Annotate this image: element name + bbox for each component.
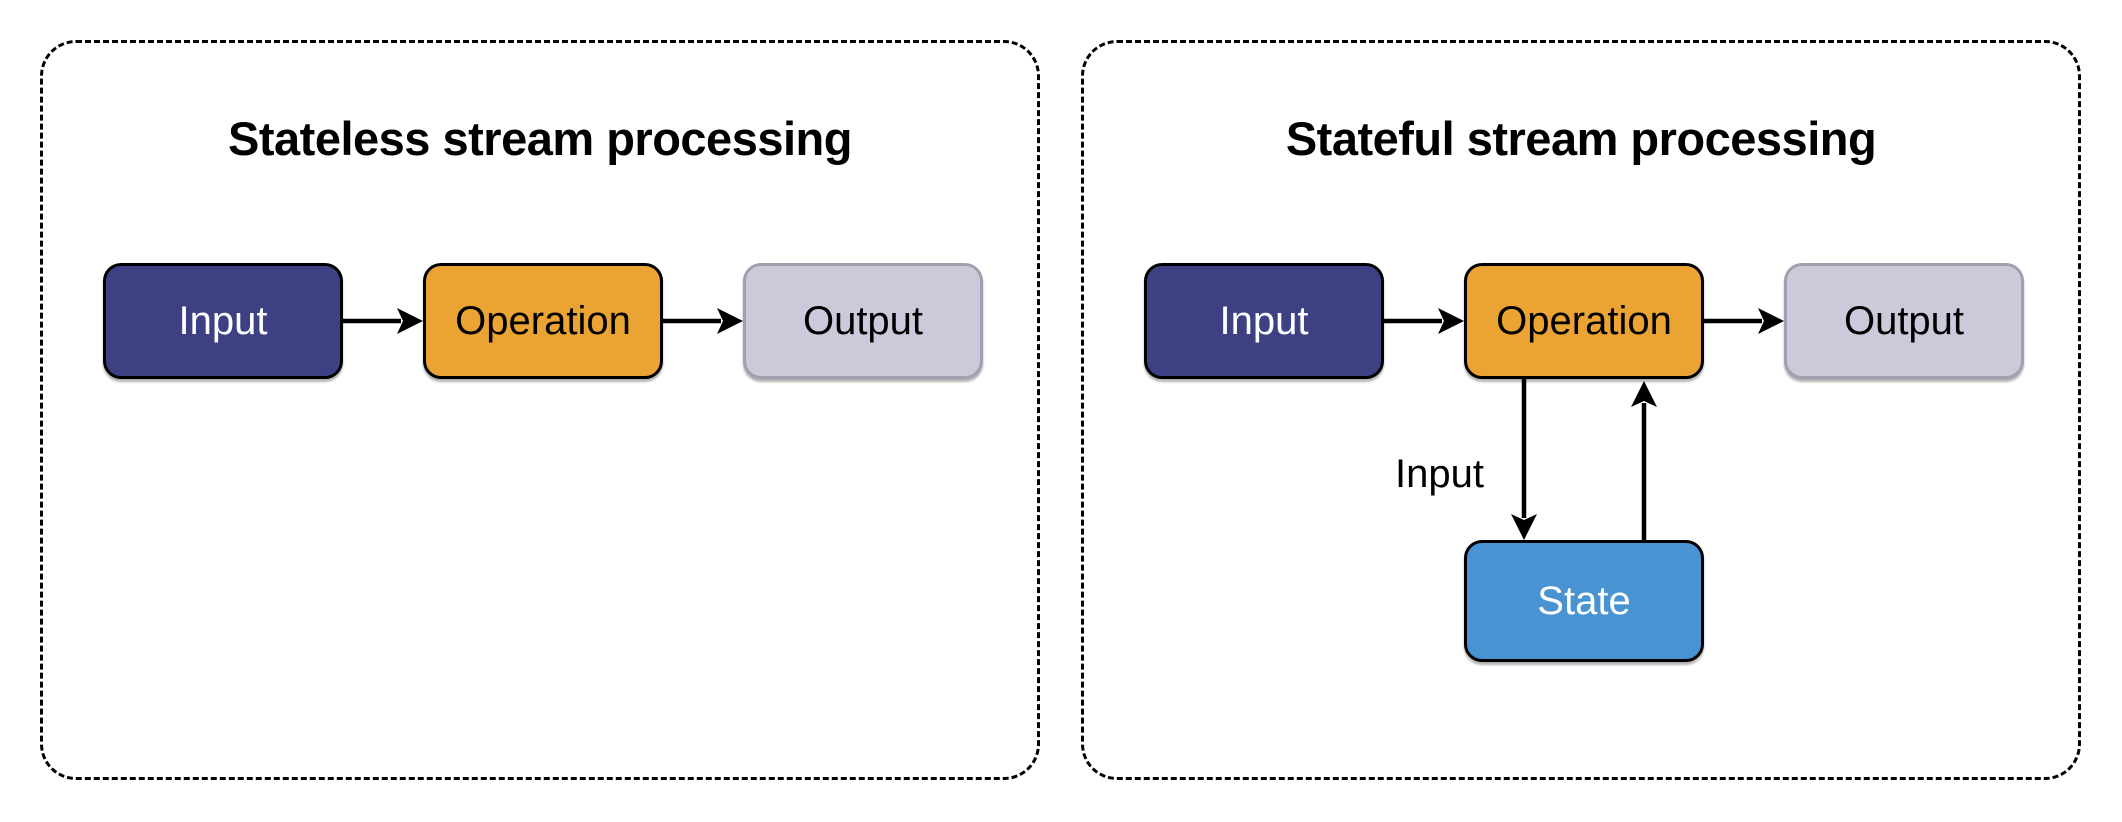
- operation-node-label: Operation: [1496, 298, 1672, 343]
- output-node: Output: [743, 263, 983, 379]
- operation-node: Operation: [1464, 263, 1704, 379]
- input-node-label: Input: [178, 298, 268, 343]
- arrow-head-icon: [1758, 308, 1784, 334]
- input-node-label: Input: [1219, 298, 1309, 343]
- arrow-operation-to-state: [1511, 379, 1537, 540]
- state-arrow-label: Input: [1395, 452, 1484, 496]
- output-node-label: Output: [1843, 298, 1965, 343]
- arrow-operation-to-output: [663, 308, 743, 334]
- arrow-head-icon: [1631, 381, 1657, 407]
- input-node: Input: [1144, 263, 1384, 379]
- panel-title: Stateful stream processing: [1285, 112, 1877, 165]
- input-node: Input: [103, 263, 343, 379]
- arrow-head-icon: [397, 308, 423, 334]
- arrow-operation-to-output: [1704, 308, 1784, 334]
- arrow-state-to-operation: [1631, 381, 1657, 540]
- panel-title: Stateless stream processing: [228, 112, 852, 165]
- arrow-head-icon: [1438, 308, 1464, 334]
- output-node-label: Output: [802, 298, 924, 343]
- state-node-label: State: [1537, 578, 1631, 623]
- arrow-input-to-operation: [343, 308, 423, 334]
- arrow-head-icon: [1511, 514, 1537, 540]
- operation-node-label: Operation: [455, 298, 631, 343]
- stateful-panel: Stateful stream processing Input Operati…: [1081, 40, 2081, 780]
- stateless-panel: Stateless stream processing Input Operat…: [40, 40, 1040, 780]
- output-node: Output: [1784, 263, 2024, 379]
- arrow-input-to-operation: [1384, 308, 1464, 334]
- operation-node: Operation: [423, 263, 663, 379]
- arrow-head-icon: [717, 308, 743, 334]
- state-node: State: [1464, 540, 1704, 662]
